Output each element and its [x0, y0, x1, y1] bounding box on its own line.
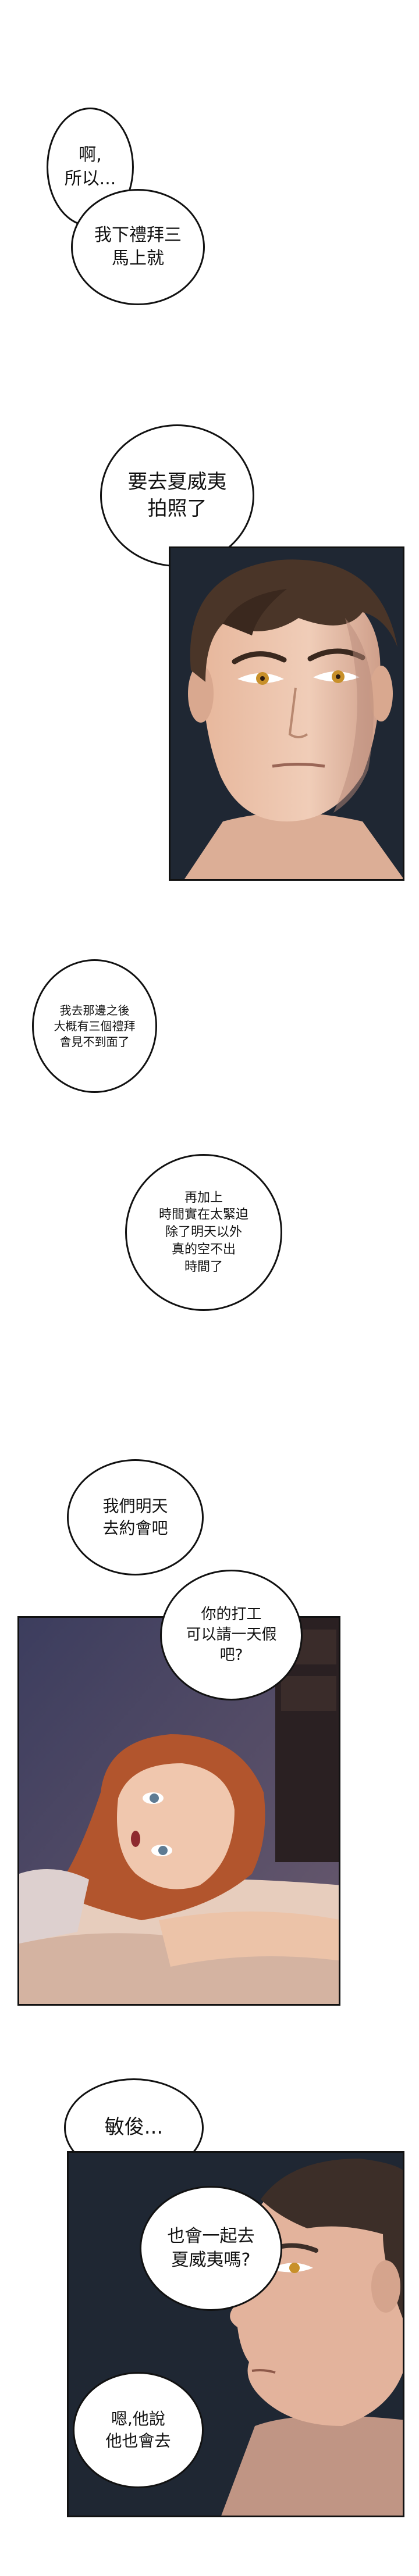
speech-bubble-7: 你的打工 可以請一天假 吧? — [160, 1570, 303, 1700]
bubble-text-4: 我去那邊之後 大概有三個禮拜 會見不到面了 — [54, 1003, 136, 1049]
bubble-text-3: 要去夏威夷 拍照了 — [127, 470, 227, 520]
bubble-text-2: 我下禮拜三 馬上就 — [94, 224, 182, 269]
speech-bubble-10: 嗯,他說 他也會去 — [73, 2372, 204, 2488]
bubble-text-10: 嗯,他說 他也會去 — [105, 2409, 171, 2450]
bubble-text-5: 再加上 時間實在太緊迫 除了明天以外 真的空不出 時間了 — [158, 1190, 248, 1274]
woman-bed-illustration — [19, 1618, 339, 2004]
panel-woman-bed — [17, 1616, 340, 2006]
bubble-text-9: 也會一起去 夏威夷嗎? — [167, 2226, 255, 2270]
panel-man-closeup — [169, 546, 404, 881]
speech-bubble-2: 我下禮拜三 馬上就 — [71, 189, 205, 305]
man-face-illustration — [171, 548, 403, 879]
speech-bubble-5: 再加上 時間實在太緊迫 除了明天以外 真的空不出 時間了 — [125, 1154, 282, 1311]
speech-bubble-9: 也會一起去 夏威夷嗎? — [140, 2186, 282, 2311]
bubble-text-6: 我們明天 去約會吧 — [102, 1496, 168, 1538]
bubble-text-7: 你的打工 可以請一天假 吧? — [186, 1605, 277, 1664]
bubble-text-8: 敏俊... — [104, 2116, 164, 2139]
bubble-text-1: 啊, 所以... — [64, 145, 116, 189]
man-profile-illustration — [69, 2153, 403, 2516]
speech-bubble-4: 我去那邊之後 大概有三個禮拜 會見不到面了 — [32, 959, 157, 1093]
speech-bubble-3: 要去夏威夷 拍照了 — [100, 424, 254, 567]
speech-bubble-6: 我們明天 去約會吧 — [67, 1459, 204, 1575]
